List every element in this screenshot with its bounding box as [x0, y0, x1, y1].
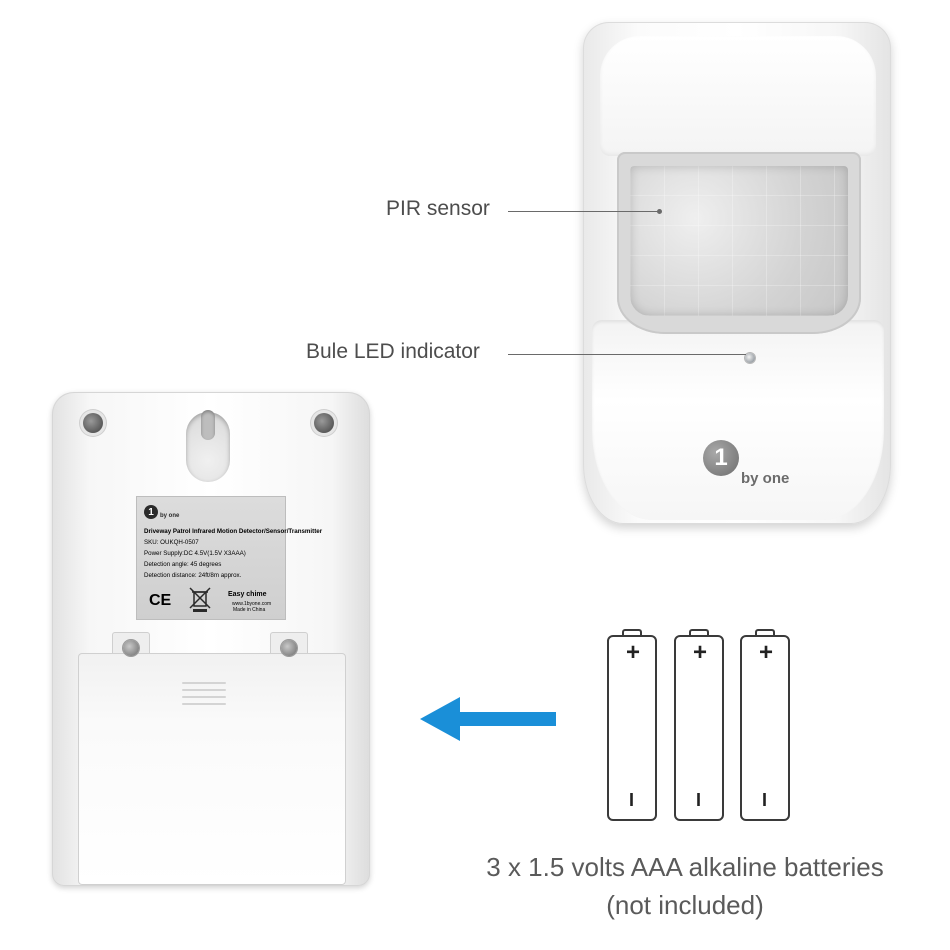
battery-cap [755, 629, 775, 637]
battery-cap [689, 629, 709, 637]
battery-cap [622, 629, 642, 637]
ce-mark: CE [149, 592, 172, 609]
callout-pir-line [508, 211, 660, 212]
battery-positive-sign: + [759, 639, 774, 666]
front-sensor-hood [600, 36, 876, 156]
product-label-plate [137, 497, 285, 619]
battery-compartment-door [78, 653, 346, 885]
callout-pir-endpoint [657, 209, 662, 214]
callout-led-indicator: Bule LED indicator [306, 340, 480, 363]
plate-line-power: Power Supply:DC 4.5V(1.5V X3AAA) [144, 550, 246, 557]
top-left-screw-icon [83, 413, 103, 433]
door-grip-line [182, 703, 226, 705]
plate-url: www.1byone.com [232, 601, 272, 607]
callout-led-line [508, 354, 746, 355]
battery-icon [740, 635, 790, 821]
plate-line-distance: Detection distance: 24ft/8m approx. [144, 572, 242, 579]
plate-line-product: Driveway Patrol Infrared Motion Detector… [144, 528, 323, 535]
plate-logo-text: by one [160, 513, 180, 519]
arrow-shaft [458, 712, 556, 726]
battery-negative-sign: I [629, 790, 635, 810]
caption-line-2: (not included) [606, 890, 764, 920]
brand-logo-text: by one [741, 470, 790, 487]
door-screw-left-icon [123, 640, 139, 656]
arrow-left-icon [420, 697, 460, 741]
battery-negative-sign: I [762, 790, 768, 810]
plate-line-angle: Detection angle: 45 degrees [144, 561, 222, 568]
battery-positive-sign: + [693, 639, 708, 666]
plate-brand: Easy chime [228, 591, 267, 598]
plate-made-in: Made in China [233, 607, 266, 613]
brand-logo-mark: 1 [714, 444, 728, 471]
plate-logo-mark: 1 [148, 506, 154, 518]
top-right-screw-icon [314, 413, 334, 433]
door-grip-line [182, 689, 226, 691]
led-indicator [745, 353, 755, 363]
brand-logo-icon: 1 [703, 440, 739, 476]
plate-line-sku: SKU: OUKQH-0507 [144, 539, 199, 546]
door-grip-line [182, 682, 226, 684]
battery-positive-sign: + [626, 639, 641, 666]
door-screw-right-icon [281, 640, 297, 656]
battery-icon [674, 635, 724, 821]
plate-logo-icon: 1 [144, 505, 158, 519]
pir-sensor-lens [630, 166, 848, 316]
caption-line-1: 3 x 1.5 volts AAA alkaline batteries [486, 852, 884, 882]
weee-bin-icon [189, 586, 211, 618]
door-grip-line [182, 696, 226, 698]
callout-pir-sensor: PIR sensor [386, 197, 490, 220]
battery-icon [607, 635, 657, 821]
battery-negative-sign: I [696, 790, 702, 810]
front-sensor-lower-panel [592, 320, 884, 520]
keyhole-slot [201, 410, 215, 440]
